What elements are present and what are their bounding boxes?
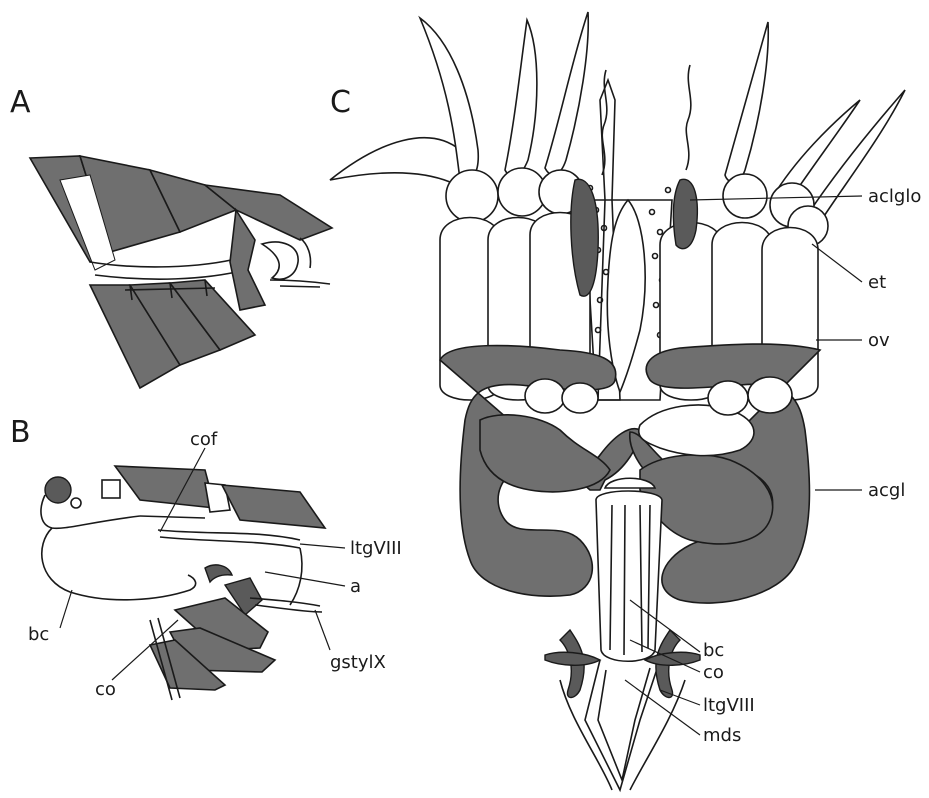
label-c-et: et: [868, 272, 886, 293]
panel-a-label: A: [10, 85, 31, 120]
label-b-a: a: [350, 576, 361, 597]
label-c-ltgVIII: ltgVIII: [703, 695, 755, 716]
leader-b-gstylX: [315, 610, 330, 650]
label-b-gstylX: gstylX: [330, 652, 386, 673]
panel-b-label: B: [10, 415, 31, 450]
bursa-copulatrix: [596, 491, 662, 661]
label-c-aclglo: aclglo: [868, 186, 921, 207]
panel-c-drawing: [330, 12, 905, 790]
panel-c-label: C: [330, 85, 351, 120]
panel-c: C: [330, 12, 921, 790]
label-c-bc: bc: [703, 640, 724, 661]
panel-a-drawing: [30, 156, 332, 388]
leader-b-a: [265, 572, 345, 586]
label-b-ltgVIII: ltgVIII: [350, 538, 402, 559]
panel-a: A: [10, 85, 332, 388]
label-c-ov: ov: [868, 330, 890, 351]
ovarioles-left: [330, 12, 598, 400]
label-b-co: co: [95, 679, 116, 700]
leader-b-bc: [60, 590, 72, 628]
label-c-mds: mds: [703, 725, 741, 746]
leader-c-et: [812, 244, 862, 282]
label-c-acgl: acgl: [868, 480, 905, 501]
panel-b-drawing: [41, 466, 325, 700]
label-b-cof: cof: [190, 429, 218, 450]
leader-b-ltgVIII: [300, 544, 345, 548]
label-c-co: co: [703, 662, 724, 683]
panel-b: B: [10, 415, 402, 700]
label-b-bc: bc: [28, 624, 49, 645]
